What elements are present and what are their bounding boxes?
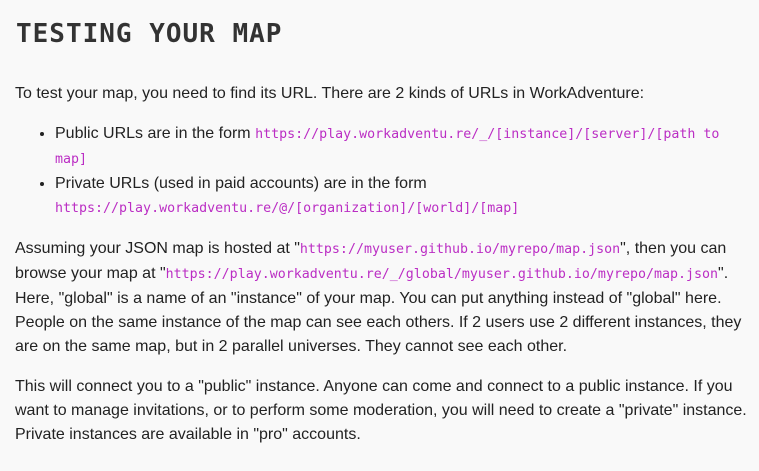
list-item-public-url: Public URLs are in the form https://play… (55, 122, 750, 172)
assume-text-1: Assuming your JSON map is hosted at " (15, 240, 300, 257)
private-url-code: https://play.workadventu.re/@/[organizat… (55, 201, 520, 216)
url-kinds-list: Public URLs are in the form https://play… (15, 122, 750, 221)
private-url-text: Private URLs (used in paid accounts) are… (55, 175, 427, 192)
json-map-url-code: https://myuser.github.io/myrepo/map.json (299, 242, 621, 257)
assume-text-2: ", then you can browse your map at " (15, 240, 727, 282)
assume-text-3: ". Here, "global" is a name of an "insta… (15, 265, 742, 355)
play-url-code: https://play.workadventu.re/_/global/myu… (165, 267, 719, 282)
public-url-text: Public URLs are in the form (55, 125, 256, 142)
list-item-private-url: Private URLs (used in paid accounts) are… (55, 172, 750, 221)
assume-paragraph: Assuming your JSON map is hosted at "htt… (15, 237, 750, 359)
public-url-code: https://play.workadventu.re/_/[instance]… (55, 127, 720, 167)
connect-paragraph: This will connect you to a "public" inst… (15, 378, 747, 443)
intro-paragraph: To test your map, you need to find its U… (15, 85, 645, 102)
page-title: Testing your map (16, 19, 283, 49)
content: To test your map, you need to find its U… (15, 82, 750, 463)
